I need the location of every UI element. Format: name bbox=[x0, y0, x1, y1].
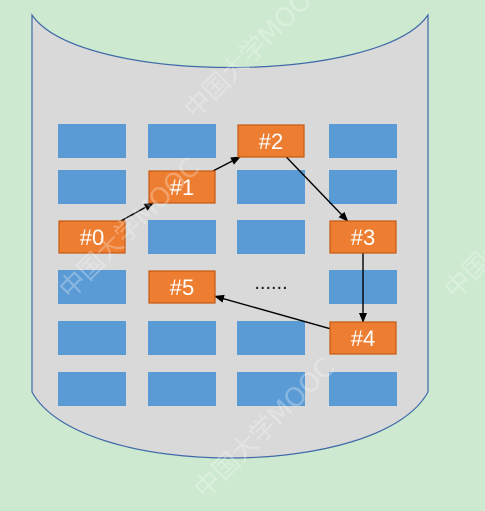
data-block bbox=[148, 220, 216, 254]
node-n2: #2 bbox=[237, 124, 305, 158]
data-block bbox=[58, 170, 126, 204]
node-box bbox=[148, 270, 216, 304]
arrow-n0-to-n1 bbox=[120, 202, 155, 222]
data-block bbox=[237, 372, 305, 406]
data-block bbox=[237, 321, 305, 355]
node-n0: #0 bbox=[58, 220, 126, 254]
data-block bbox=[58, 321, 126, 355]
node-box bbox=[148, 170, 216, 204]
data-block bbox=[58, 372, 126, 406]
node-label: #5 bbox=[170, 275, 194, 300]
data-block bbox=[58, 124, 126, 158]
data-block bbox=[237, 220, 305, 254]
data-block bbox=[237, 170, 305, 204]
data-blocks bbox=[58, 124, 397, 406]
node-n4: #4 bbox=[329, 321, 397, 355]
ellipsis-label: ...... bbox=[254, 272, 287, 294]
data-block bbox=[329, 124, 397, 158]
node-n3: #3 bbox=[329, 220, 397, 254]
arrow-n4-to-n5 bbox=[214, 294, 331, 330]
linked-nodes: #0 #1 #2 #3 #4 #5 bbox=[58, 124, 397, 355]
node-label: #4 bbox=[351, 326, 375, 351]
data-block bbox=[329, 170, 397, 204]
data-block bbox=[148, 321, 216, 355]
data-block bbox=[329, 372, 397, 406]
node-label: #3 bbox=[351, 225, 375, 250]
data-block bbox=[148, 124, 216, 158]
node-label: #0 bbox=[80, 225, 104, 250]
node-box bbox=[329, 220, 397, 254]
data-block bbox=[58, 270, 126, 304]
arrow-n1-to-n2 bbox=[212, 156, 241, 172]
data-block bbox=[148, 372, 216, 406]
node-box bbox=[329, 321, 397, 355]
watermark-text-4: 中国大学MOOC bbox=[439, 153, 485, 305]
node-box bbox=[58, 220, 126, 254]
arrow-n2-to-n3 bbox=[285, 156, 349, 222]
node-label: #2 bbox=[259, 129, 283, 154]
node-label: #1 bbox=[170, 175, 194, 200]
arrows bbox=[120, 156, 367, 330]
node-box bbox=[237, 124, 305, 158]
node-n5: #5 bbox=[148, 270, 216, 304]
node-n1: #1 bbox=[148, 170, 216, 204]
